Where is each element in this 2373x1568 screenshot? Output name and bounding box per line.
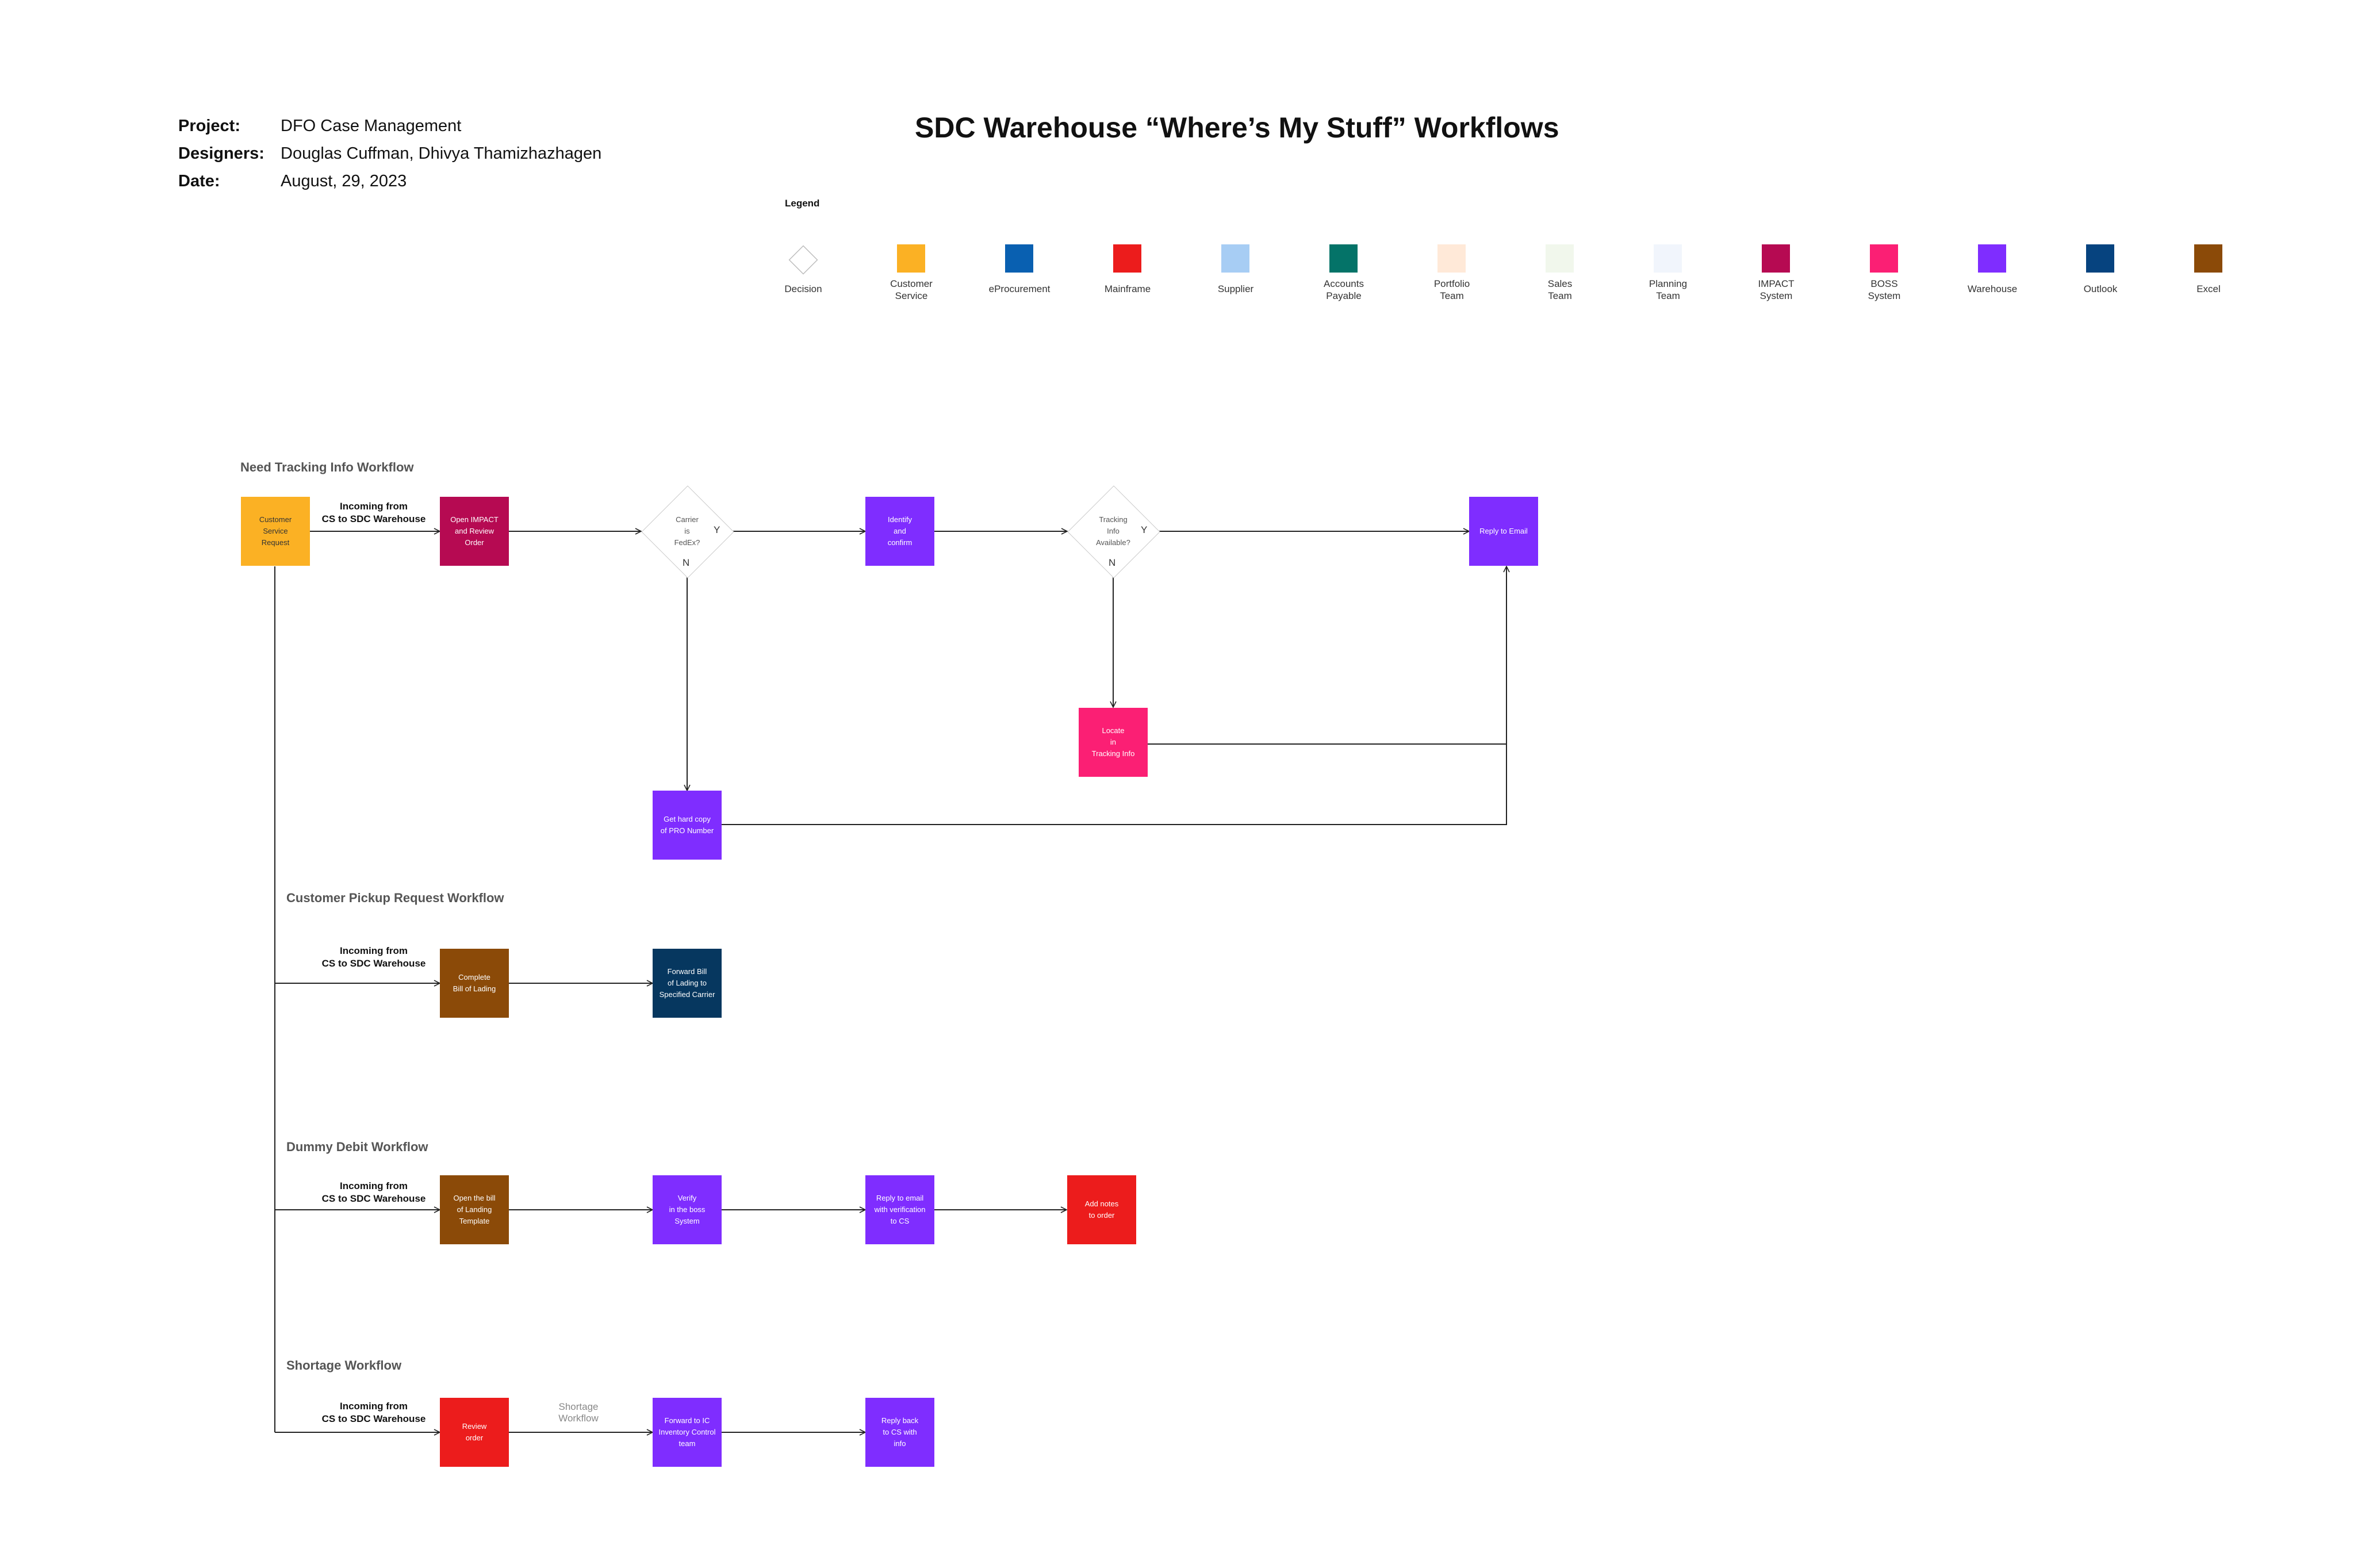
legend-label-7: Sales Team (1547, 278, 1573, 301)
legend-label-0: Decision (784, 283, 822, 294)
legend-swatch-12 (2086, 244, 2114, 273)
tracking-no-label: N (1109, 557, 1116, 568)
node-reply-email: Reply to Email (1469, 497, 1538, 566)
legend-swatch-7 (1546, 244, 1574, 273)
node-locate-tracking: Locate in Tracking Info (1079, 708, 1148, 777)
legend-swatch-1 (897, 244, 925, 273)
node-open-impact: Open IMPACT and Review Order (440, 497, 509, 566)
legend-swatch-10 (1870, 244, 1898, 273)
legend-swatch-13 (2194, 244, 2222, 273)
legend-swatch-6 (1437, 244, 1466, 273)
workflow-title-shortage: Shortage Workflow (286, 1358, 402, 1373)
workflow-title-pickup: Customer Pickup Request Workflow (286, 891, 504, 905)
legend-swatch-2 (1005, 244, 1033, 273)
legend-label-1: Customer Service (890, 278, 933, 301)
node-forward-ic: Forward to IC Inventory Control team (653, 1398, 722, 1467)
tracking-yes-label: Y (1141, 524, 1148, 535)
edge-hardcopy-to-reply (722, 566, 1506, 825)
legend-label-10: BOSS System (1868, 278, 1901, 301)
page-title: SDC Warehouse “Where’s My Stuff” Workflo… (915, 112, 1559, 144)
date-value: August, 29, 2023 (281, 172, 407, 190)
legend-label-3: Mainframe (1104, 283, 1151, 294)
incoming-label-pickup: Incoming from CS to SDC Warehouse (321, 945, 426, 969)
legend-swatch-3 (1113, 244, 1141, 273)
workflow-title-debit: Dummy Debit Workflow (286, 1140, 428, 1154)
carrier-no-label: N (683, 557, 690, 568)
node-add-notes: Add notes to order (1067, 1175, 1136, 1244)
legend-swatch-5 (1329, 244, 1358, 273)
legend-swatch-9 (1762, 244, 1790, 273)
incoming-label-debit: Incoming from CS to SDC Warehouse (321, 1180, 426, 1204)
workflow-title-tracking: Need Tracking Info Workflow (240, 460, 414, 474)
legend-label-5: Accounts Payable (1324, 278, 1364, 301)
incoming-label-shortage: Incoming from CS to SDC Warehouse (321, 1401, 426, 1424)
project-value: DFO Case Management (281, 117, 462, 135)
decision-carrier-label: Carrier is FedEx? (674, 515, 700, 547)
legend-label-6: Portfolio Team (1433, 278, 1470, 301)
legend-title: Legend (785, 198, 820, 209)
node-identify-confirm: Identify and confirm (865, 497, 934, 566)
node-reply-verification: Reply to email with verification to CS (865, 1175, 934, 1244)
edge-label-shortage: Shortage Workflow (558, 1401, 599, 1424)
legend-label-9: IMPACT System (1758, 278, 1795, 301)
node-complete-bol: Complete Bill of Lading (440, 949, 509, 1018)
decision-tracking-label: Tracking Info Available? (1096, 515, 1130, 547)
designers-value: Douglas Cuffman, Dhivya Thamizhazhagen (281, 144, 602, 163)
legend-label-8: Planning Team (1649, 278, 1688, 301)
designers-label: Designers: (178, 144, 264, 163)
node-hard-copy-pro: Get hard copy of PRO Number (653, 791, 722, 860)
carrier-yes-label: Y (714, 524, 720, 535)
node-cs-request: Customer Service Request (241, 497, 310, 566)
legend-label-2: eProcurement (988, 283, 1051, 294)
node-reply-back: Reply back to CS with info (865, 1398, 934, 1467)
legend-swatch-4 (1221, 244, 1249, 273)
legend-swatch-11 (1978, 244, 2006, 273)
legend-swatch-8 (1654, 244, 1682, 273)
date-label: Date: (178, 172, 220, 190)
legend-label-4: Supplier (1217, 283, 1254, 294)
legend-label-11: Warehouse (1967, 283, 2018, 294)
node-review-order: Review order (440, 1398, 509, 1467)
node-forward-bol: Forward Bill of Lading to Specified Carr… (653, 949, 722, 1018)
project-label: Project: (178, 117, 240, 135)
node-verify-boss: Verify in the boss System (653, 1175, 722, 1244)
legend-label-12: Outlook (2083, 283, 2118, 294)
legend-label-13: Excel (2196, 283, 2221, 294)
incoming-label-tracking: Incoming from CS to SDC Warehouse (321, 501, 426, 524)
node-open-bill: Open the bill of Landing Template (440, 1175, 509, 1244)
